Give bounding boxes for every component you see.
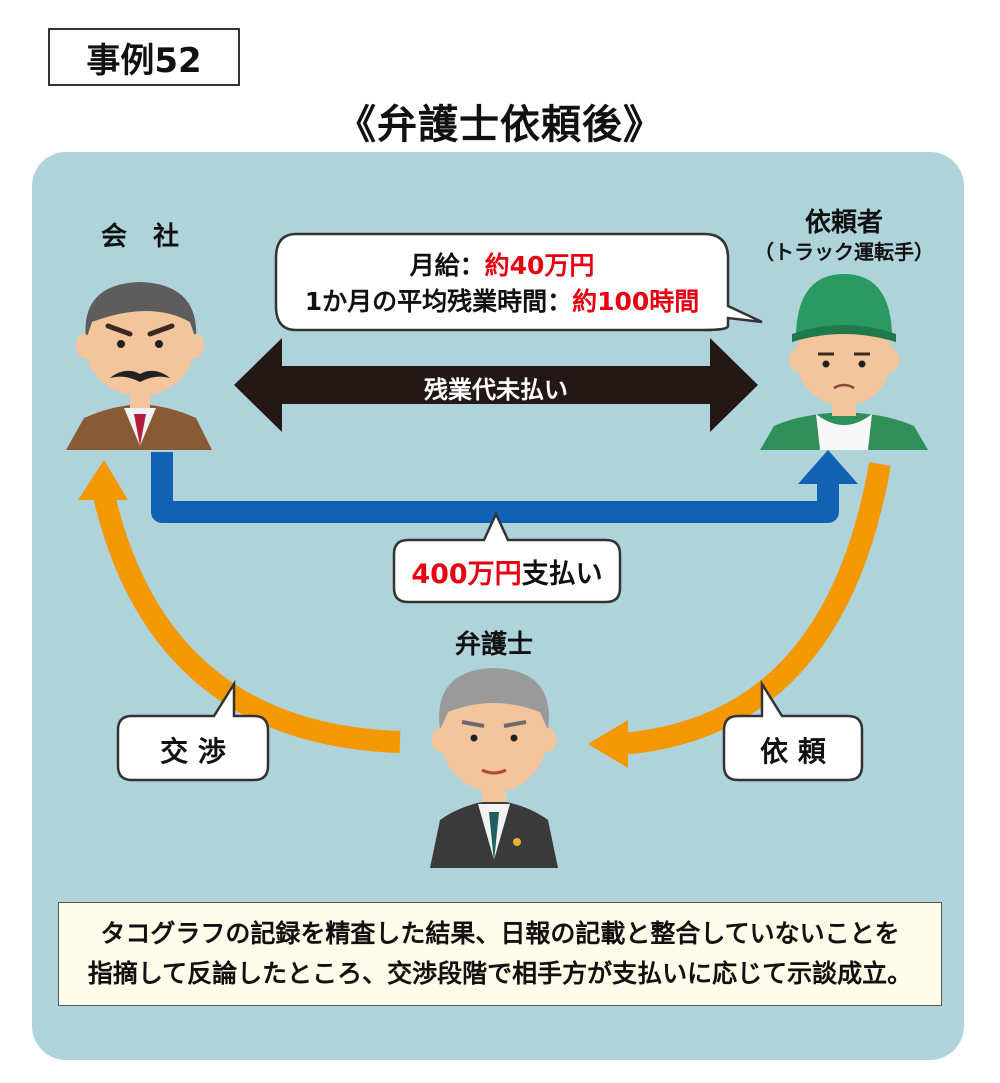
payment-suffix: 支払い	[521, 559, 603, 590]
salary-bubble	[274, 232, 763, 332]
dispute-label: 残業代未払い	[424, 376, 568, 404]
salary-label: 月給：	[409, 251, 485, 280]
company-person-icon	[66, 282, 212, 450]
salary-line-2: 1か月の平均残業時間：約100時間	[276, 282, 728, 318]
payment-arrow	[151, 452, 839, 523]
company-label: 会 社	[100, 222, 179, 252]
summary-line-1: タコグラフの記録を精査した結果、日報の記載と整合していないことを	[100, 919, 900, 948]
salary-value: 約40万円	[484, 251, 595, 280]
summary-line-2: 指摘して反論したところ、交渉段階で相手方が支払いに応じて示談成立。	[87, 959, 913, 988]
dispute-double-arrow	[234, 338, 758, 432]
overtime-value: 約100時間	[572, 287, 700, 316]
negotiation-bubble	[116, 679, 270, 782]
page-title: 《弁護士依頼後》	[336, 102, 664, 148]
request-bubble	[722, 679, 864, 782]
negotiation-arrowhead	[78, 460, 128, 500]
payment-arrowhead	[798, 450, 858, 484]
lawyer-person-icon	[430, 668, 558, 868]
payment-bubble	[392, 511, 622, 604]
negotiation-arrow	[93, 493, 401, 753]
overtime-label: 1か月の平均残業時間：	[304, 287, 573, 316]
payment-text: 400万円支払い	[394, 552, 620, 591]
request-arrowhead	[588, 720, 628, 768]
payment-amount: 400万円	[411, 559, 522, 590]
case-label: 事例52	[48, 28, 240, 86]
client-label: 依頼者	[804, 208, 883, 238]
summary-note: タコグラフの記録を精査した結果、日報の記載と整合していないことを 指摘して反論し…	[58, 902, 942, 1006]
salary-line-1: 月給：約40万円	[276, 246, 728, 282]
lawyer-label: 弁護士	[454, 630, 533, 660]
client-person-icon	[760, 274, 928, 450]
negotiation-label: 交 渉	[160, 735, 226, 768]
request-label: 依 頼	[760, 735, 826, 768]
client-sublabel: （トラック運転手）	[754, 240, 934, 264]
request-arrow	[619, 462, 891, 755]
